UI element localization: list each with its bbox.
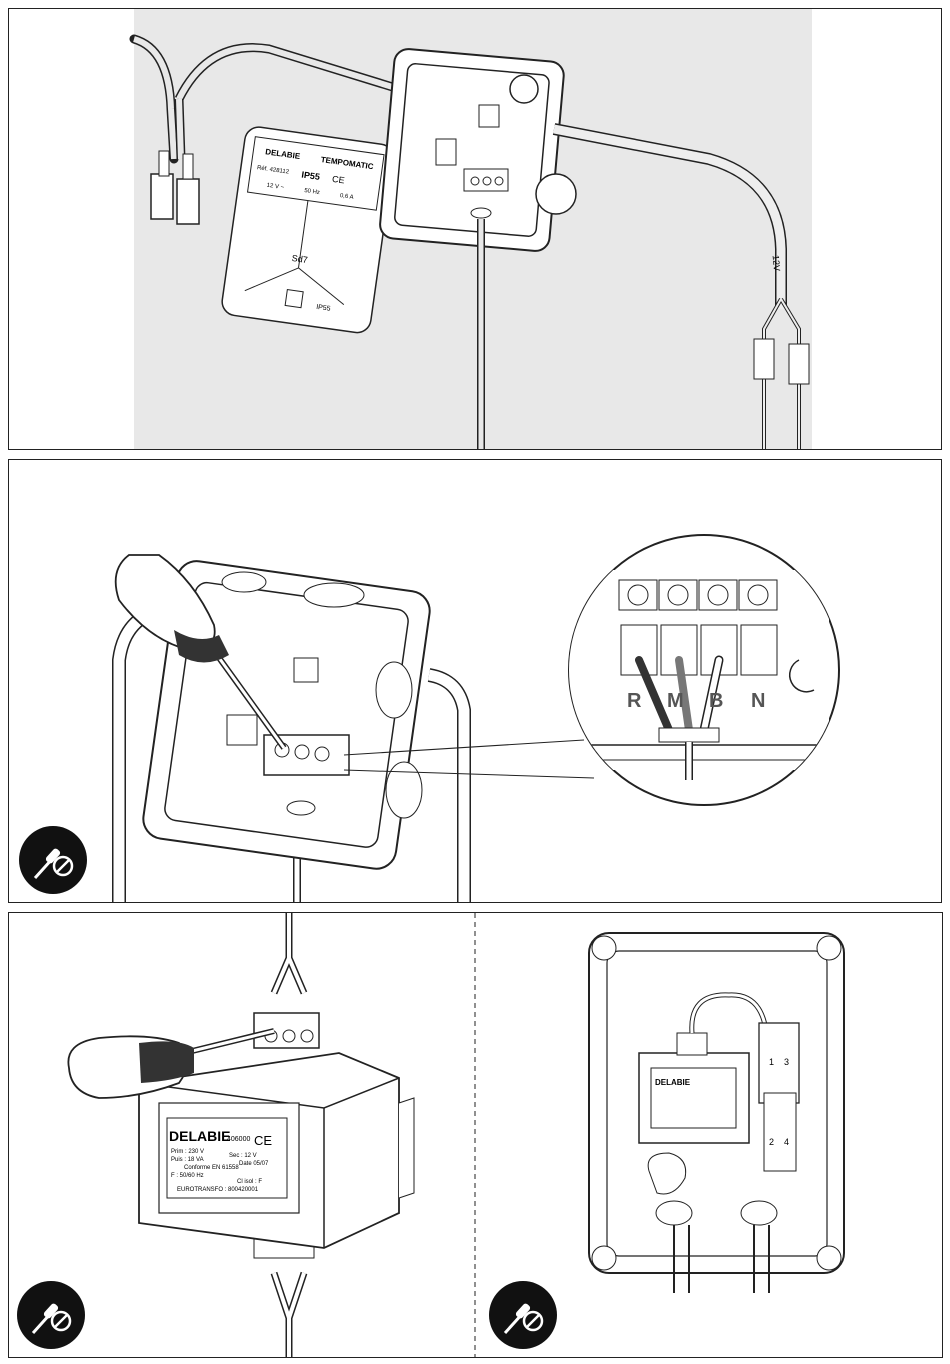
transformer-conforme: Conforme EN 61558 [184,1165,239,1171]
terminal-label-n: N [751,690,765,712]
screwdriver-badge [19,826,87,894]
panel-step-2: R M B N [8,459,942,903]
transformer-date: Date 05/07 [239,1161,269,1167]
enclosure-transformer-brand: DELABIE [655,1078,691,1087]
panel-step-3: DELABIE 406000 CE Prim : 230 V Puis : 18… [8,912,943,1358]
transformer-puis: Puis : 18 VA [171,1157,204,1163]
transformer-ce: CE [254,1133,272,1148]
transformer-freq: F : 50/60 Hz [171,1173,204,1179]
terminal-label-r: R [627,690,642,712]
terminal-label-b: B [709,690,723,712]
terminal-label-m: M [667,690,684,712]
transformer-sec: Sec : 12 V [229,1153,257,1159]
transformer-eurotransfo: EUROTRANSFO : 800420001 [177,1187,259,1193]
transformer-ref: 406000 [227,1136,250,1143]
illustration-transformer: DELABIE 406000 CE Prim : 230 V Puis : 18… [9,913,943,1358]
breaker-label-2: 2 [769,1137,774,1147]
screwdriver-icon [19,826,87,894]
panel-step-1: DELABIE TEMPOMATIC Réf. 428112 IP55 CE 1… [8,8,942,450]
transformer-class: Cl isol : F [237,1179,262,1185]
illustration-wall-box: DELABIE TEMPOMATIC Réf. 428112 IP55 CE 1… [9,9,942,450]
illustration-terminal-wiring: R M B N [9,460,942,903]
transformer-brand: DELABIE [169,1128,230,1144]
screwdriver-badge-left [17,1281,85,1349]
breaker-label-4: 4 [784,1137,789,1147]
breaker-label-1: 1 [769,1057,774,1067]
screwdriver-icon [17,1281,85,1349]
screwdriver-badge-right [489,1281,557,1349]
cable-tag: 12V [771,255,782,272]
plate-ce: CE [332,174,346,186]
breaker-label-3: 3 [784,1057,789,1067]
transformer-prim: Prim : 230 V [171,1149,204,1155]
screwdriver-icon [489,1281,557,1349]
